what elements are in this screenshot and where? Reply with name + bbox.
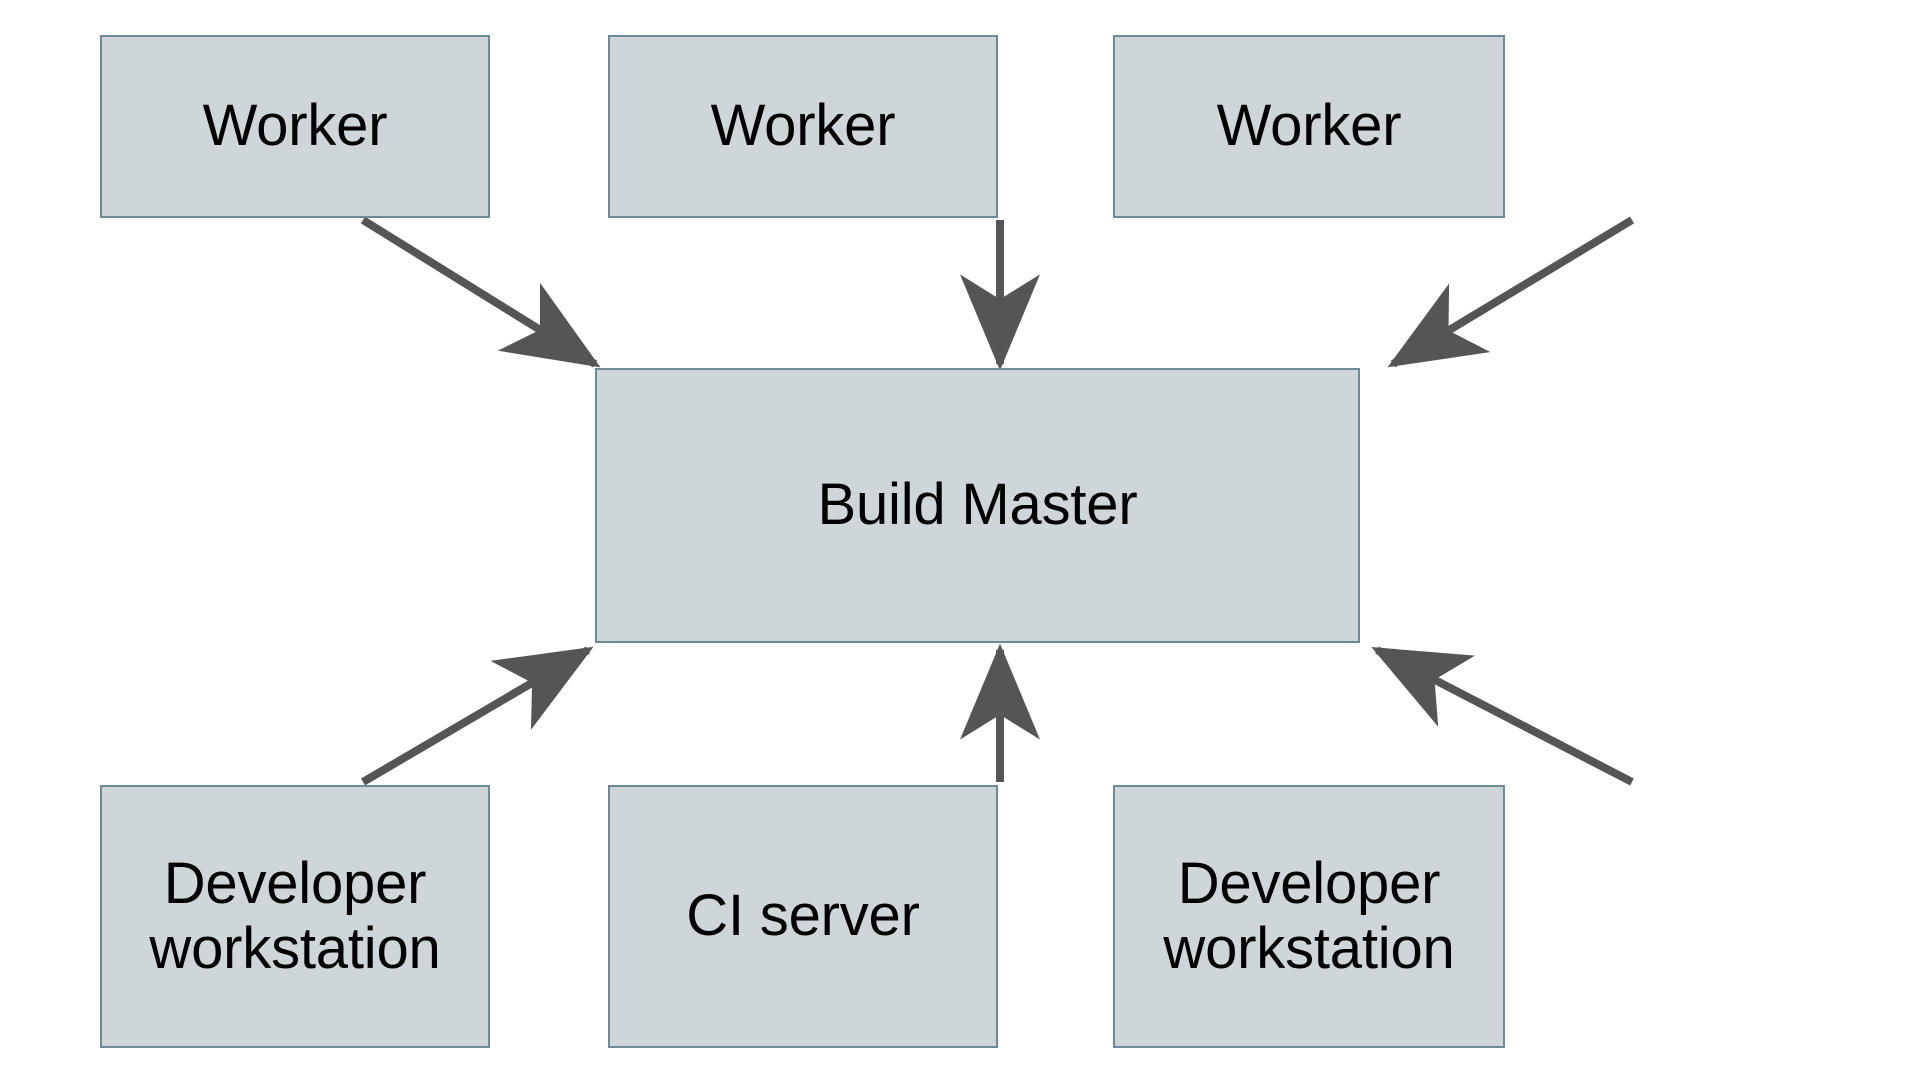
edge-worker3-to-master <box>1387 216 1635 368</box>
edge-worker1-to-master <box>360 216 601 368</box>
node-worker-3[interactable]: Worker <box>1113 35 1505 218</box>
edge-devws1-to-master <box>360 646 594 786</box>
edge-devws2-to-master <box>1371 646 1634 786</box>
node-worker-1[interactable]: Worker <box>100 35 490 218</box>
node-developer-workstation-1[interactable]: Developer workstation <box>100 785 490 1048</box>
node-build-master[interactable]: Build Master <box>595 368 1360 643</box>
node-ci-server[interactable]: CI server <box>608 785 998 1048</box>
node-developer-workstation-2[interactable]: Developer workstation <box>1113 785 1505 1048</box>
node-worker-2[interactable]: Worker <box>608 35 998 218</box>
